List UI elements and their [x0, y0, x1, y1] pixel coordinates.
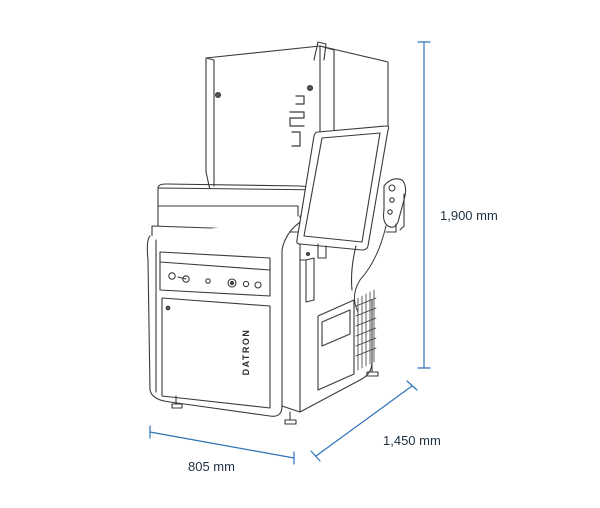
height-dimension-label: 1,900 mm: [440, 208, 498, 223]
handwheel-pendant: [350, 178, 407, 313]
depth-dimension-line: [310, 380, 418, 462]
machine-feet: [171, 363, 379, 425]
width-dimension-line: [149, 425, 295, 465]
monitor: [296, 125, 390, 259]
depth-dimension-label: 1,450 mm: [383, 433, 441, 448]
upper-enclosure: [205, 41, 389, 191]
vent-grille: [355, 289, 377, 371]
width-dimension-label: 805 mm: [188, 459, 235, 474]
dimension-lines: [149, 41, 431, 465]
height-dimension-line: [417, 41, 431, 369]
main-cabinet: [146, 213, 377, 417]
brand-label: DATRON: [241, 328, 251, 376]
logo-icon: [289, 95, 305, 147]
